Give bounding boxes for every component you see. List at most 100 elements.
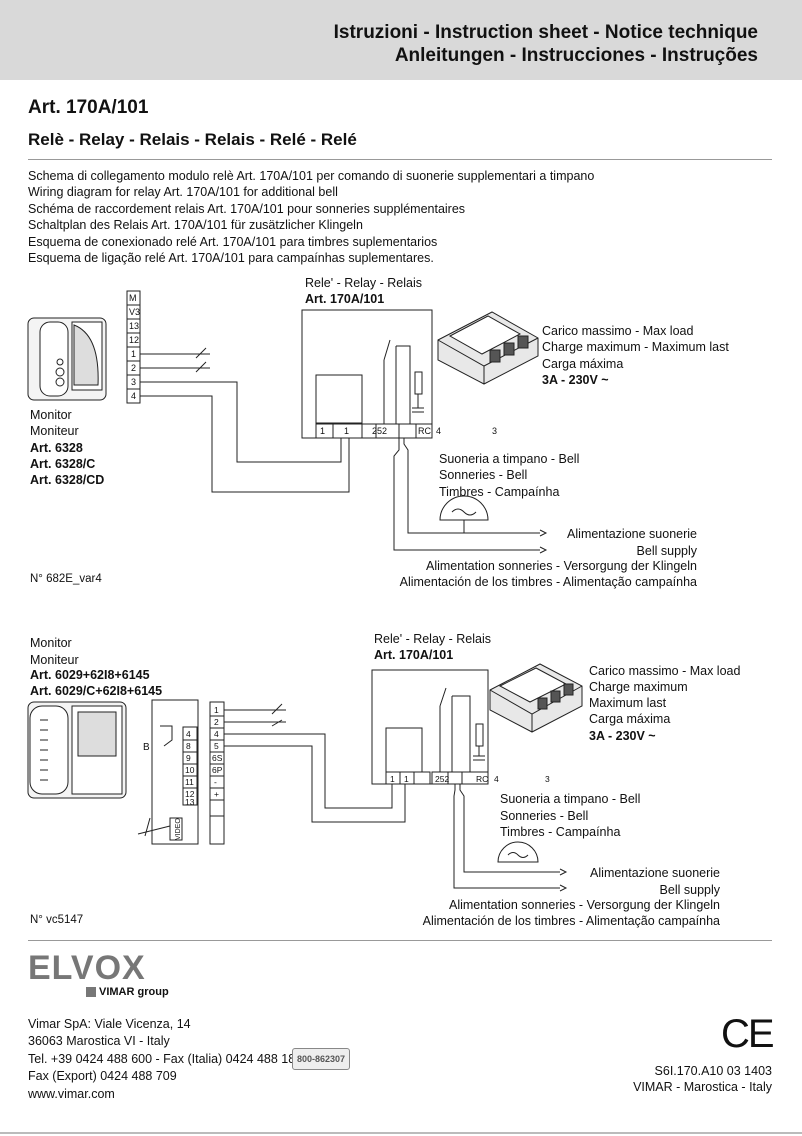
elvox-wordmark: ELVOX [28,950,146,984]
max-load-line: Charge maximum - Maximum last [542,340,729,354]
max-load-line: Carico massimo - Max load [589,664,741,678]
bell-label: Timbres - Campaínha [500,825,621,839]
svg-text:6S: 6S [212,753,223,763]
supply-label: Alimentation sonneries - Versorgung der … [449,898,720,912]
monitor-6029-drawing [27,701,127,799]
vimar-group-text: VIMAR group [99,986,169,998]
company-location: VIMAR - Marostica - Italy [633,1080,772,1094]
article-number: Art. 170A/101 [28,97,149,118]
svg-text:1: 1 [320,426,325,436]
bell-label: Sonneries - Bell [500,809,589,823]
svg-text:12: 12 [185,789,195,799]
svg-text:9: 9 [186,753,191,763]
svg-text:2: 2 [214,717,219,727]
header-band [0,0,802,80]
svg-text:1: 1 [214,705,219,715]
monitor-article: Art. 6029+62I8+6145 [30,668,150,682]
divider-top [28,159,772,160]
svg-text:4: 4 [131,391,136,401]
svg-text:252: 252 [372,426,387,436]
monitor-label: Monitor [30,408,72,422]
description-line: Schéma de raccordement relais Art. 170A/… [28,201,466,216]
svg-text:1: 1 [390,774,395,784]
header-title-line1: Istruzioni - Instruction sheet - Notice … [333,22,758,43]
svg-text:4: 4 [214,729,219,739]
svg-text:13: 13 [129,321,139,331]
max-load-line: Charge maximum [589,680,688,694]
max-load-line: Maximum last [589,696,667,710]
max-load-line: Carico massimo - Max load [542,324,694,338]
elvox-logo: ELVOX [28,950,146,984]
supply-label: Bell supply [659,883,720,897]
product-subtitle: Relè - Relay - Relais - Relais - Relé - … [28,130,357,149]
svg-text:+: + [214,789,219,799]
address-line: Vimar SpA: Viale Vicenza, 14 [28,1017,191,1031]
relay-article-2: Art. 170A/101 [374,648,454,662]
svg-text:-: - [214,777,217,787]
description-line: Schaltplan des Relais Art. 170A/101 für … [28,218,363,233]
supply-label: Bell supply [636,544,697,558]
address-line: Fax (Export) 0424 488 709 [28,1069,177,1084]
svg-text:3: 3 [492,426,497,436]
address-line: Tel. +39 0424 488 600 - Fax (Italia) 042… [28,1051,303,1066]
load-rating-1: 3A - 230V ~ [542,373,609,387]
svg-text:5: 5 [214,741,219,751]
vimar-group-logo: VIMAR group [86,986,169,998]
svg-text:B: B [143,742,150,753]
svg-text:6P: 6P [212,765,223,775]
svg-text:2: 2 [131,363,136,373]
diagram-ref-2: N° vc5147 [30,914,84,926]
svg-text:4: 4 [494,774,499,784]
svg-text:3: 3 [131,377,136,387]
monitor-article: Art. 6029/C+62I8+6145 [30,684,163,698]
bell-label: Sonneries - Bell [439,468,528,482]
ce-mark-icon: CE [721,1012,775,1056]
monitor-label: Moniteur [30,653,79,667]
monitor-article: Art. 6328/C [30,457,96,471]
vimar-mark-icon [86,987,96,998]
svg-text:RC: RC [418,426,431,436]
svg-text:252: 252 [435,774,449,784]
svg-text:13: 13 [185,797,195,807]
monitor-article: Art. 6328/CD [30,473,105,487]
description-block: Schema di collegamento modulo relè Art. … [28,168,594,266]
monitor-label: Moniteur [30,424,79,438]
description-line: Esquema de conexionado relé Art. 170A/10… [28,234,438,249]
monitor-article: Art. 6328 [30,441,83,455]
divider-bottom [28,940,772,941]
supply-label: Alimentazione suonerie [590,866,720,880]
website-link[interactable]: www.vimar.com [28,1086,115,1101]
diagram-ref-1: N° 682E_var4 [30,573,102,585]
relay-article-1: Art. 170A/101 [305,292,385,306]
svg-text:12: 12 [129,335,139,345]
description-line: Esquema de ligação relé Art. 170A/101 pa… [28,251,434,266]
document-code: S6I.170.A10 03 1403 VIMAR - Marostica - … [633,1063,772,1095]
svg-text:3: 3 [545,774,550,784]
relay-device-drawing-2 [489,663,583,733]
supply-label: Alimentación de los timbres - Alimentaçã… [399,575,697,589]
supply-label: Alimentazione suonerie [567,527,697,541]
svg-text:V3: V3 [129,307,140,317]
relay-device-drawing-1 [437,311,539,385]
svg-text:1: 1 [344,426,349,436]
svg-text:4: 4 [186,729,191,739]
monitor-6328-drawing [27,317,107,401]
supply-label: Alimentación de los timbres - Alimentaçã… [422,914,720,928]
company-address: Vimar SpA: Viale Vicenza, 14 36063 Maros… [28,1016,302,1103]
terminal-label: M [129,293,137,303]
tollfree-badge: 800-862307 [292,1048,350,1070]
svg-text:8: 8 [186,741,191,751]
page-bottom-border [0,1132,802,1134]
relay-label-1: Rele' - Relay - Relais [305,276,423,290]
svg-text:RC: RC [476,774,488,784]
svg-text:VIDEO: VIDEO [175,818,182,840]
address-line: 36063 Marostica VI - Italy [28,1034,170,1049]
load-rating-2: 3A - 230V ~ [589,729,656,743]
doc-code-line: S6I.170.A10 03 1403 [654,1064,772,1078]
svg-text:11: 11 [185,777,194,787]
svg-text:1: 1 [404,774,409,784]
relay-label-2: Rele' - Relay - Relais [374,632,492,646]
bell-label: Timbres - Campaínha [439,485,560,499]
